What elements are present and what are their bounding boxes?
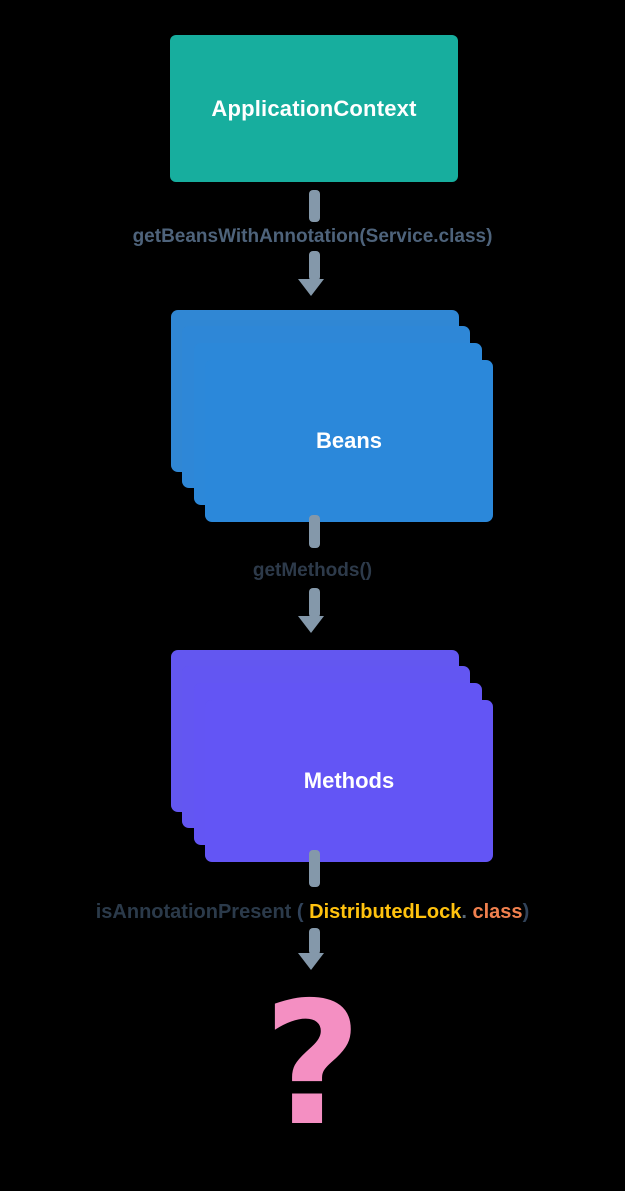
node-beans-stack: Beans — [171, 310, 493, 522]
methods-card-front: Methods — [205, 700, 493, 862]
edge-label-dot: . — [461, 901, 467, 923]
edge-label-method-name: isAnnotationPresent — [95, 901, 292, 923]
node-application-context-label: ApplicationContext — [211, 95, 417, 121]
edge-label-open-paren: ( — [296, 901, 304, 923]
edge-label-annotation-name: DistributedLock — [309, 901, 462, 923]
arrow-methods-to-unknown-lower — [309, 928, 320, 955]
arrow-beans-to-methods-upper — [309, 515, 320, 548]
beans-card-front: Beans — [205, 360, 493, 522]
edge-label-get-methods: getMethods() — [252, 560, 373, 581]
edge-label-class-keyword: class — [472, 901, 523, 923]
arrowhead-methods-to-unknown — [298, 953, 324, 970]
node-methods-stack: Methods — [171, 650, 493, 862]
edge-label-is-annotation-present: isAnnotationPresent ( DistributedLock. c… — [0, 901, 625, 924]
arrow-application-context-to-beans-upper — [309, 190, 320, 222]
question-mark-icon: ? — [263, 966, 362, 1164]
edge-label-get-beans-with-annotation: getBeansWithAnnotation(Service.class) — [132, 226, 493, 247]
arrow-application-context-to-beans-lower — [309, 251, 320, 281]
arrow-methods-to-unknown-upper — [309, 850, 320, 887]
arrowhead-beans-to-methods — [298, 616, 324, 633]
arrowhead-application-context-to-beans — [298, 279, 324, 296]
node-methods-label: Methods — [303, 768, 395, 793]
arrow-beans-to-methods-lower — [309, 588, 320, 618]
edge-label-close-paren: ) — [522, 901, 530, 923]
node-beans-label: Beans — [315, 428, 383, 453]
node-application-context: ApplicationContext — [170, 35, 458, 182]
